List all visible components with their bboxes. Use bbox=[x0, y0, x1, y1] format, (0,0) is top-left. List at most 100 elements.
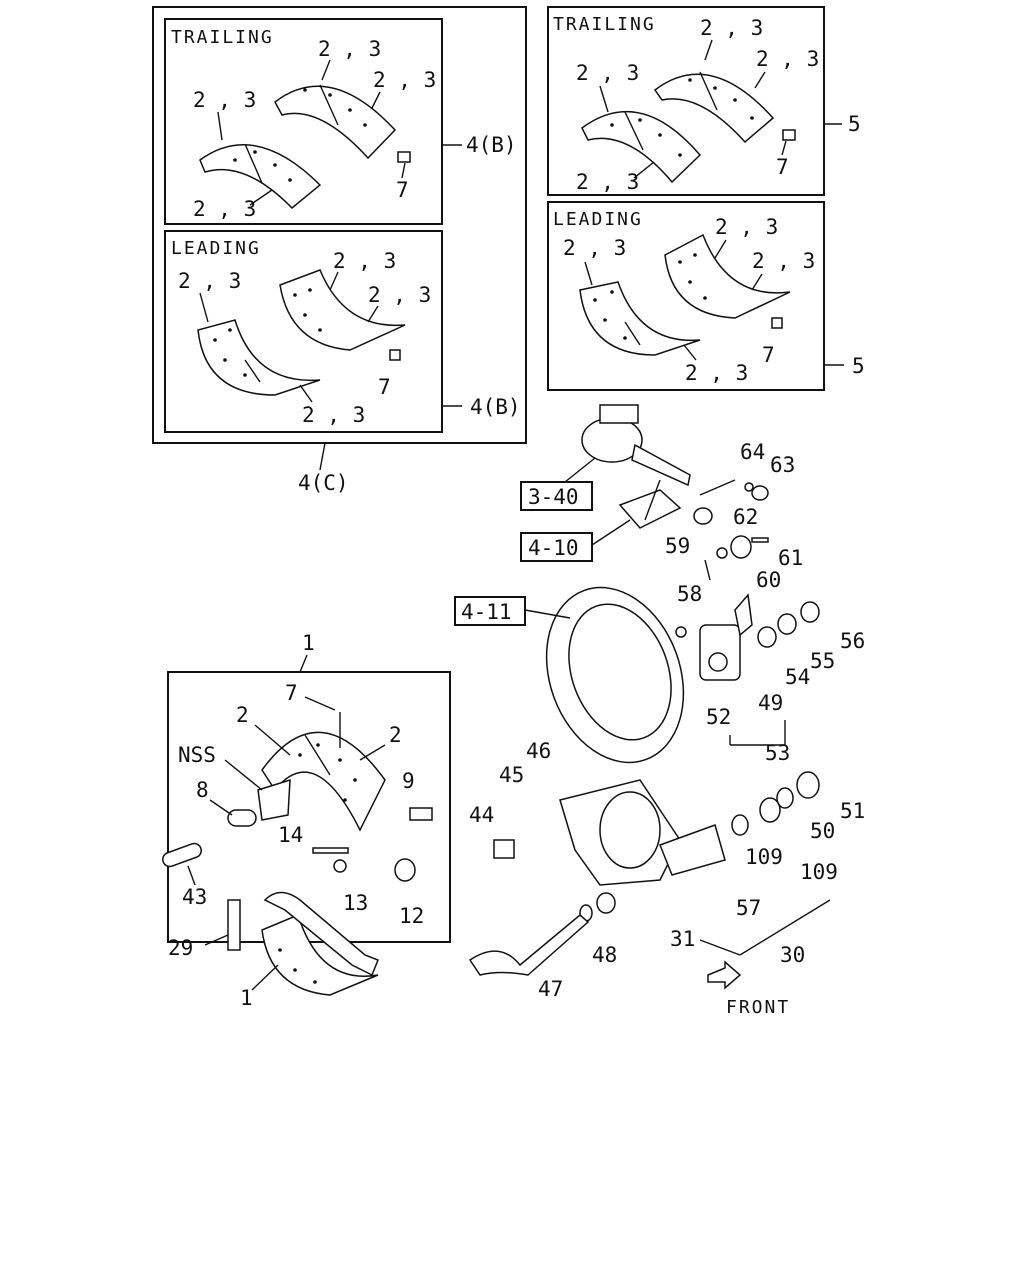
label-51: 51 bbox=[840, 799, 865, 823]
label-29: 29 bbox=[168, 936, 193, 960]
seal-31 bbox=[596, 892, 616, 914]
shoe-assembly-lower bbox=[261, 891, 379, 996]
slack-adjuster bbox=[675, 593, 753, 681]
label-45: 45 bbox=[499, 763, 524, 787]
clip-13 bbox=[333, 859, 347, 873]
r-tr-label-c: 2 , 3 bbox=[576, 61, 639, 85]
brake-chamber-assembly bbox=[581, 404, 691, 529]
trailing-title-right: TRAILING bbox=[553, 14, 656, 35]
label-46: 46 bbox=[526, 739, 551, 763]
leading-lining-pair-right bbox=[579, 233, 791, 356]
washer-54 bbox=[757, 626, 777, 648]
ld-label-c: 2 , 3 bbox=[368, 283, 431, 307]
roller-12 bbox=[394, 858, 416, 882]
kit-4b-leading-frame bbox=[164, 230, 443, 433]
label-12: 12 bbox=[399, 904, 424, 928]
label-31: 31 bbox=[670, 927, 695, 951]
ref-4-11-label: 4-11 bbox=[461, 600, 512, 624]
label-55: 55 bbox=[810, 649, 835, 673]
tr-label-c: 2 , 3 bbox=[193, 88, 256, 112]
trailing-title: TRAILING bbox=[171, 27, 274, 48]
r-tr-rivet-label: 7 bbox=[776, 155, 789, 179]
kit-4b-upper-label: 4(B) bbox=[466, 133, 517, 157]
label-109b: 109 bbox=[800, 860, 838, 884]
front-arrow-icon bbox=[707, 960, 742, 990]
ref-4-10-label: 4-10 bbox=[528, 536, 579, 560]
r-tr-label-d: 2 , 3 bbox=[576, 170, 639, 194]
ref-3-40-label: 3-40 bbox=[528, 485, 579, 509]
ld-label-b: 2 , 3 bbox=[333, 249, 396, 273]
front-label: FRONT bbox=[726, 997, 790, 1018]
r-ld-rivet-label: 7 bbox=[762, 343, 775, 367]
label-59: 59 bbox=[665, 534, 690, 558]
label-47: 47 bbox=[538, 977, 563, 1001]
tr-rivet-label: 7 bbox=[396, 178, 409, 202]
spider-assembly bbox=[559, 771, 820, 886]
label-57: 57 bbox=[736, 896, 761, 920]
washer-59 bbox=[716, 547, 728, 559]
shoe-assembly-upper bbox=[227, 712, 433, 882]
washer-64 bbox=[744, 482, 754, 492]
label-56: 56 bbox=[840, 629, 865, 653]
label-63: 63 bbox=[770, 453, 795, 477]
label-60: 60 bbox=[756, 568, 781, 592]
label-49: 49 bbox=[758, 691, 783, 715]
r-ld-label-c: 2 , 3 bbox=[752, 249, 815, 273]
spring-29 bbox=[227, 899, 241, 951]
label-52: 52 bbox=[706, 705, 731, 729]
label-64: 64 bbox=[740, 440, 765, 464]
leading-title: LEADING bbox=[171, 238, 261, 259]
label-50: 50 bbox=[810, 819, 835, 843]
trailing-lining-pair-left bbox=[199, 84, 411, 210]
ref-3-40-box bbox=[520, 481, 593, 511]
kit-4c-label: 4(C) bbox=[298, 471, 349, 495]
r-ld-label-b: 2 , 3 bbox=[715, 215, 778, 239]
shoe-assy-frame bbox=[167, 671, 451, 943]
bolt-9 bbox=[409, 807, 433, 821]
label-9: 9 bbox=[402, 769, 415, 793]
label-61: 61 bbox=[778, 546, 803, 570]
washer-55 bbox=[777, 613, 797, 635]
ref-4-10-box bbox=[520, 532, 593, 562]
r-tr-label-b: 2 , 3 bbox=[756, 47, 819, 71]
kit-4b-trailing-frame bbox=[164, 18, 443, 225]
nut-63 bbox=[751, 485, 769, 501]
label-109a: 109 bbox=[745, 845, 783, 869]
tr-label-b: 2 , 3 bbox=[373, 68, 436, 92]
label-7-lower: 7 bbox=[285, 681, 298, 705]
kit-4b-lower-label: 4(B) bbox=[470, 395, 521, 419]
label-54: 54 bbox=[785, 665, 810, 689]
ld-rivet-label: 7 bbox=[378, 375, 391, 399]
label-1-bottom: 1 bbox=[240, 986, 253, 1010]
label-8: 8 bbox=[196, 778, 209, 802]
label-2-left: 2 bbox=[236, 703, 249, 727]
label-43: 43 bbox=[182, 885, 207, 909]
ref-4-11-box bbox=[454, 596, 526, 626]
kit-5-upper-label: 5 bbox=[848, 112, 861, 136]
label-58: 58 bbox=[677, 582, 702, 606]
label-nss: NSS bbox=[178, 743, 216, 767]
label-44: 44 bbox=[469, 803, 494, 827]
kit-4c-frame bbox=[152, 6, 527, 444]
r-ld-label-d: 2 , 3 bbox=[685, 361, 748, 385]
nut-62 bbox=[693, 507, 713, 525]
label-1-top: 1 bbox=[302, 631, 315, 655]
pin-61 bbox=[751, 537, 769, 543]
label-2-right: 2 bbox=[389, 723, 402, 747]
camshaft-47 bbox=[468, 914, 590, 976]
kit-5-trailing-frame bbox=[547, 6, 825, 196]
r-ld-label-a: 2 , 3 bbox=[563, 236, 626, 260]
label-48: 48 bbox=[592, 943, 617, 967]
anchor-pin-43 bbox=[162, 842, 202, 868]
label-13: 13 bbox=[343, 891, 368, 915]
tr-label-d: 2 , 3 bbox=[193, 197, 256, 221]
clip-56 bbox=[800, 601, 820, 623]
leading-lining-pair-left bbox=[197, 269, 406, 396]
label-30: 30 bbox=[780, 943, 805, 967]
tr-label-a: 2 , 3 bbox=[318, 37, 381, 61]
leading-title-right: LEADING bbox=[553, 209, 643, 230]
bolt-44 bbox=[493, 839, 515, 859]
kit-5-lower-label: 5 bbox=[852, 354, 865, 378]
pin-8 bbox=[227, 809, 257, 827]
